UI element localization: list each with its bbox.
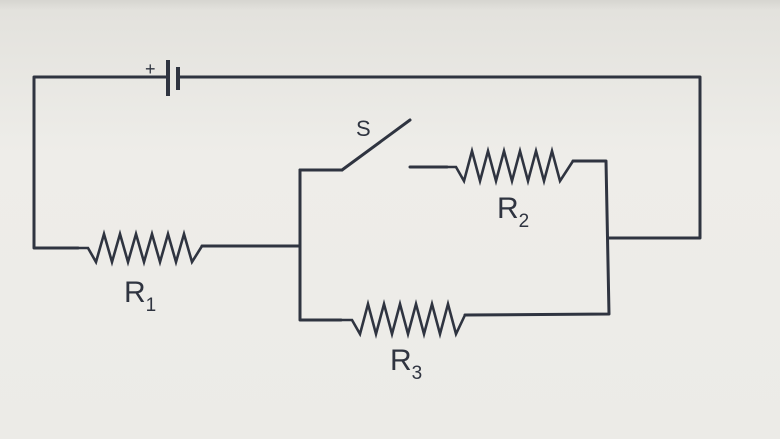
resistor-r3-label: R3 <box>390 344 422 384</box>
cropped-top-edge <box>0 0 780 10</box>
resistor-r3: R3 <box>339 298 467 384</box>
resistor-r3-zigzag <box>339 298 467 340</box>
switch-blade <box>340 118 412 172</box>
wire-top-right-loop <box>176 75 702 240</box>
resistor-r1-zigzag <box>76 229 204 267</box>
resistor-r2: R2 <box>445 145 575 232</box>
parallel-network-wires <box>298 159 611 322</box>
resistor-r1-label: R1 <box>124 276 156 316</box>
outer-circuit-wires <box>32 75 702 250</box>
battery-plus-label: + <box>145 59 156 79</box>
resistor-r2-zigzag <box>445 145 575 187</box>
switch-symbol: S <box>340 116 412 172</box>
wire-right-parallel-rail <box>463 159 611 317</box>
resistor-r1: R1 <box>76 229 204 316</box>
battery-symbol: + <box>145 59 180 96</box>
resistor-r2-label: R2 <box>497 192 529 232</box>
switch-label: S <box>356 116 371 141</box>
wire-left-loop <box>32 75 170 250</box>
wire-left-parallel-rail <box>298 168 343 322</box>
